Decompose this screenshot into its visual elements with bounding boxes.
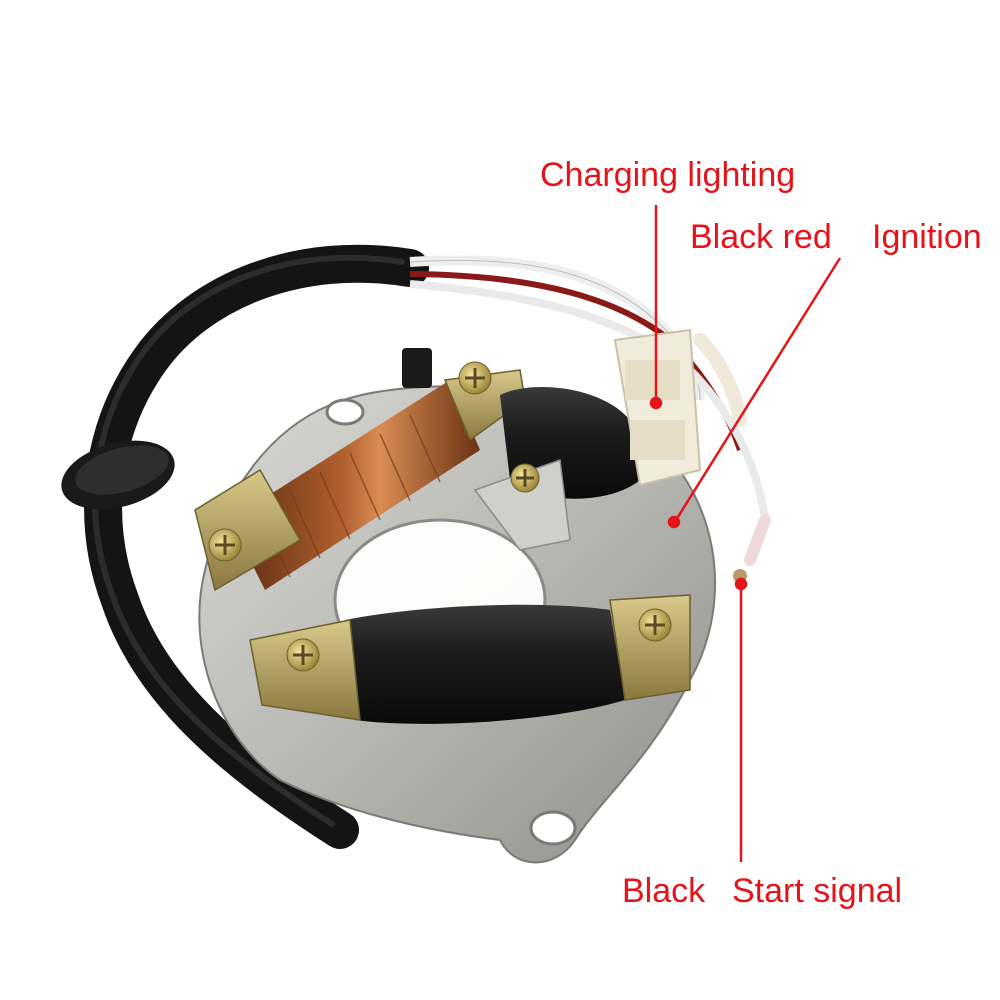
label-black-red: Black red xyxy=(690,218,832,256)
mounting-screws xyxy=(208,361,672,672)
rubber-grommet xyxy=(61,440,175,510)
black-charging-coil xyxy=(249,594,691,724)
label-black: Black xyxy=(622,872,706,910)
label-ignition: Ignition xyxy=(872,218,982,256)
label-start-signal: Start signal xyxy=(732,872,903,910)
leader-lines xyxy=(649,205,842,862)
label-charging-lighting: Charging lighting xyxy=(540,156,796,194)
